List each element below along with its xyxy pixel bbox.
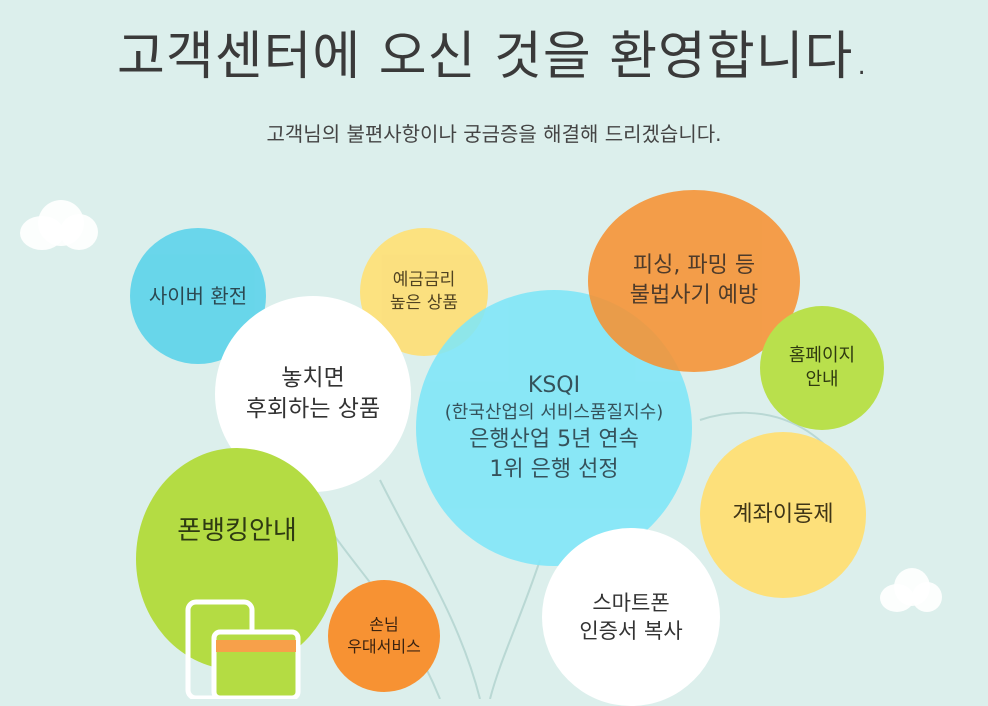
smart-line1: 스마트폰 [592, 590, 670, 615]
guest-line1: 손님 [369, 615, 399, 635]
ksqi-line4: 1위 은행 선정 [489, 456, 619, 482]
homepage-guide-bubble[interactable]: 홈페이지 안내 [760, 306, 884, 430]
homepage-line2: 안내 [805, 369, 839, 390]
cloud-right [880, 566, 942, 614]
ksqi-line1: KSQI [527, 373, 581, 399]
deposit-line2: 높은 상품 [390, 293, 458, 313]
phone-banking-label: 폰뱅킹안내 [177, 516, 297, 546]
customer-benefits-bubble[interactable]: 손님 우대서비스 [328, 580, 440, 692]
ksqi-line2: (한국산업의 서비스품질지수) [444, 402, 664, 423]
phishing-line1: 피싱, 파밍 등 [632, 253, 756, 279]
phishing-line2: 불법사기 예방 [629, 283, 759, 308]
smart-line2: 인증서 복사 [579, 619, 683, 643]
missed-line1: 놓치면 [281, 364, 345, 391]
missed-line2: 후회하는 상품 [245, 396, 381, 422]
phone-banking-icon [185, 599, 301, 699]
account-switch-bubble[interactable]: 계좌이동제 [700, 432, 866, 598]
fraud-prevention-bubble[interactable]: 피싱, 파밍 등 불법사기 예방 [588, 190, 800, 372]
homepage-line1: 홈페이지 [788, 344, 856, 366]
guest-line2: 우대서비스 [347, 637, 421, 656]
certificate-copy-bubble[interactable]: 스마트폰 인증서 복사 [542, 528, 720, 706]
account-switch-label: 계좌이동제 [732, 502, 834, 528]
page-title: 고객센터에 오신 것을 환영합니다. [117, 27, 871, 87]
cloud-left [20, 196, 100, 252]
deposit-line1: 예금금리 [392, 270, 456, 291]
ksqi-line3: 은행산업 5년 연속 [469, 427, 639, 453]
page-subtitle: 고객님의 불편사항이나 궁금증을 해결해 드리겠습니다. [266, 122, 722, 146]
cyber-exchange-label: 사이버 환전 [148, 283, 248, 308]
